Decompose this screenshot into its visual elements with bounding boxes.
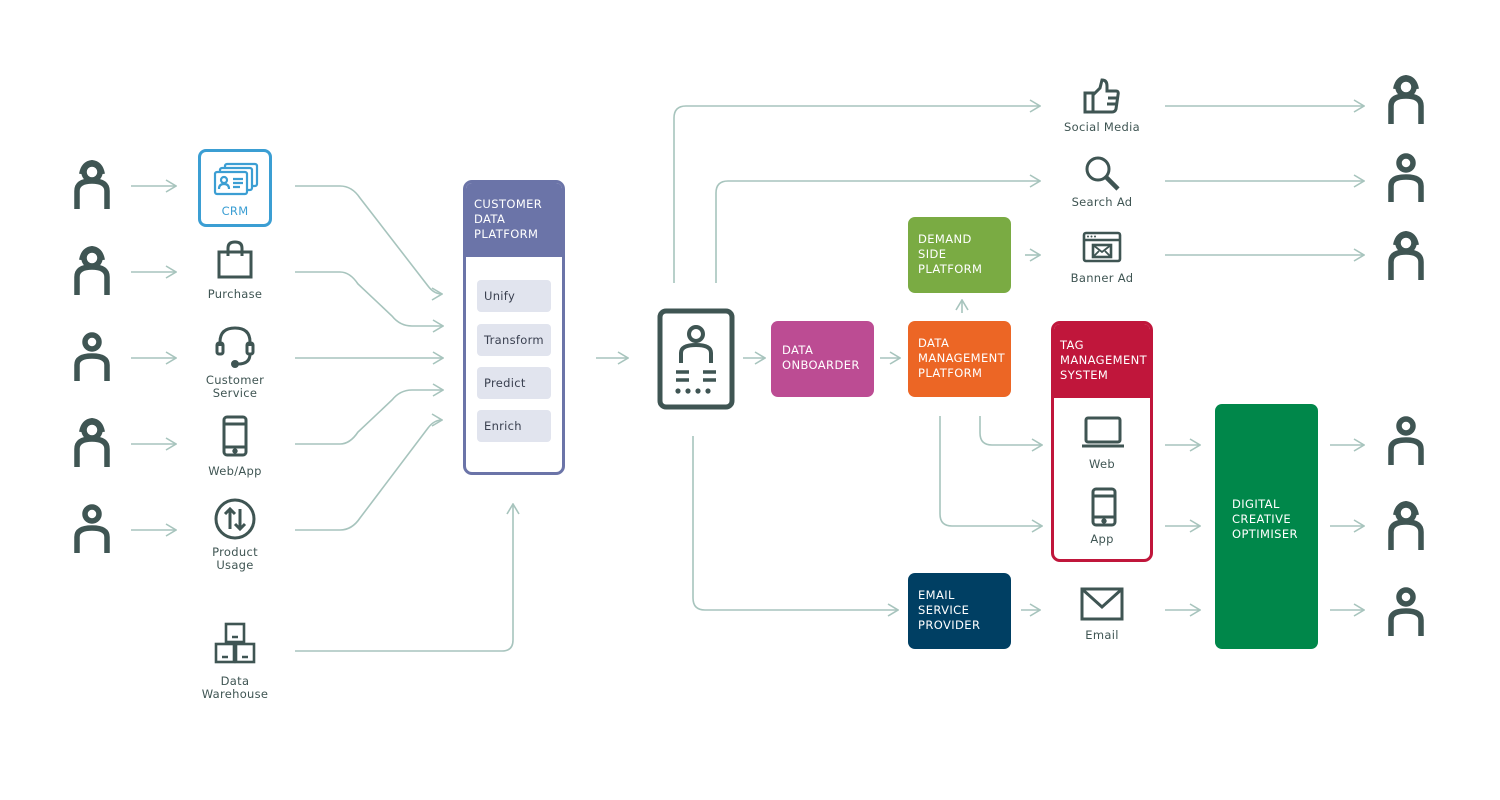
envelope-icon [1080, 587, 1124, 621]
esp-label: EMAIL SERVICE PROVIDER [918, 588, 981, 632]
email-service-provider-box [908, 573, 1011, 649]
cdp-step-predict: Predict [477, 367, 551, 399]
person-icon [1388, 153, 1424, 202]
banner-ad-label: Banner Ad [1070, 271, 1134, 285]
boxes-icon [214, 622, 256, 664]
person-female-icon [74, 159, 110, 209]
tms-header [1054, 324, 1150, 398]
person-female-icon [1388, 74, 1424, 124]
purchase-label: Purchase [207, 287, 263, 301]
data-warehouse-label: Data Warehouse [201, 674, 269, 701]
person-female-icon [74, 245, 110, 295]
arrow-purchase-to-cdp [295, 271, 443, 326]
person-female-icon [74, 417, 110, 467]
smartphone-icon [222, 415, 248, 457]
dsp-label: DEMAND SIDE PLATFORM [918, 232, 983, 276]
cdp-title: CUSTOMER DATA PLATFORM [474, 197, 543, 241]
crm-label: CRM [221, 204, 249, 218]
laptop-icon [1082, 416, 1124, 448]
browser-window-icon [1082, 231, 1122, 263]
search-ad-label: Search Ad [1071, 195, 1133, 209]
person-female-icon [1388, 500, 1424, 550]
arrow-usage-to-cdp [295, 420, 442, 531]
id-cards-icon [213, 162, 259, 196]
magnifier-icon [1085, 156, 1120, 191]
product-usage-label: Product Usage [212, 545, 258, 572]
arrow-hub-to-social [673, 106, 1040, 283]
arrow-warehouse-to-cdp [295, 504, 513, 652]
crm-source-box: CRM [198, 149, 272, 227]
customer-service-label: Customer Service [205, 373, 265, 400]
person-icon [74, 504, 110, 553]
email-label: Email [1085, 628, 1119, 642]
tms-web-label: Web [1089, 457, 1115, 471]
arrow-dmp-to-web [979, 416, 1042, 445]
arrow-hub-to-search [715, 181, 1040, 283]
dco-label: DIGITAL CREATIVE OPTIMISER [1232, 497, 1298, 541]
person-icon [1388, 416, 1424, 465]
cdp-step-unify: Unify [477, 280, 551, 312]
cdp-step-transform: Transform [477, 324, 551, 356]
dmp-label: DATA MANAGEMENT PLATFORM [918, 336, 1006, 380]
cdp-step-enrich: Enrich [477, 410, 551, 442]
person-female-icon [1388, 230, 1424, 280]
arrow-dmp-to-app [939, 416, 1042, 526]
social-media-label: Social Media [1064, 120, 1140, 134]
headset-icon [215, 326, 255, 368]
cdp-header [466, 183, 562, 257]
arrow-webapp-to-cdp [295, 390, 443, 445]
customer-data-platform-box: CUSTOMER DATA PLATFORM Unify Transform P… [463, 180, 565, 475]
arrow-crm-to-cdp [295, 185, 442, 294]
person-icon [1388, 587, 1424, 636]
shopping-bag-icon [217, 240, 253, 279]
web-app-label: Web/App [208, 464, 262, 478]
thumbs-up-icon [1083, 78, 1120, 114]
digital-creative-optimiser-box [1215, 404, 1318, 649]
up-down-arrows-icon [214, 498, 256, 540]
arrow-hub-to-esp [692, 436, 898, 610]
tag-management-system-box: TAG MANAGEMENT SYSTEM Web App [1051, 321, 1153, 562]
data-onboarder-label: DATA ONBOARDER [782, 343, 860, 372]
smartphone-icon [1091, 487, 1117, 527]
tms-title: TAG MANAGEMENT SYSTEM [1060, 338, 1148, 382]
data-management-platform-box [908, 321, 1011, 397]
data-onboarder-box [771, 321, 874, 397]
person-icon [74, 332, 110, 381]
demand-side-platform-box [908, 217, 1011, 293]
tms-app-label: App [1090, 532, 1114, 546]
customer-profile-card-icon [657, 308, 735, 410]
